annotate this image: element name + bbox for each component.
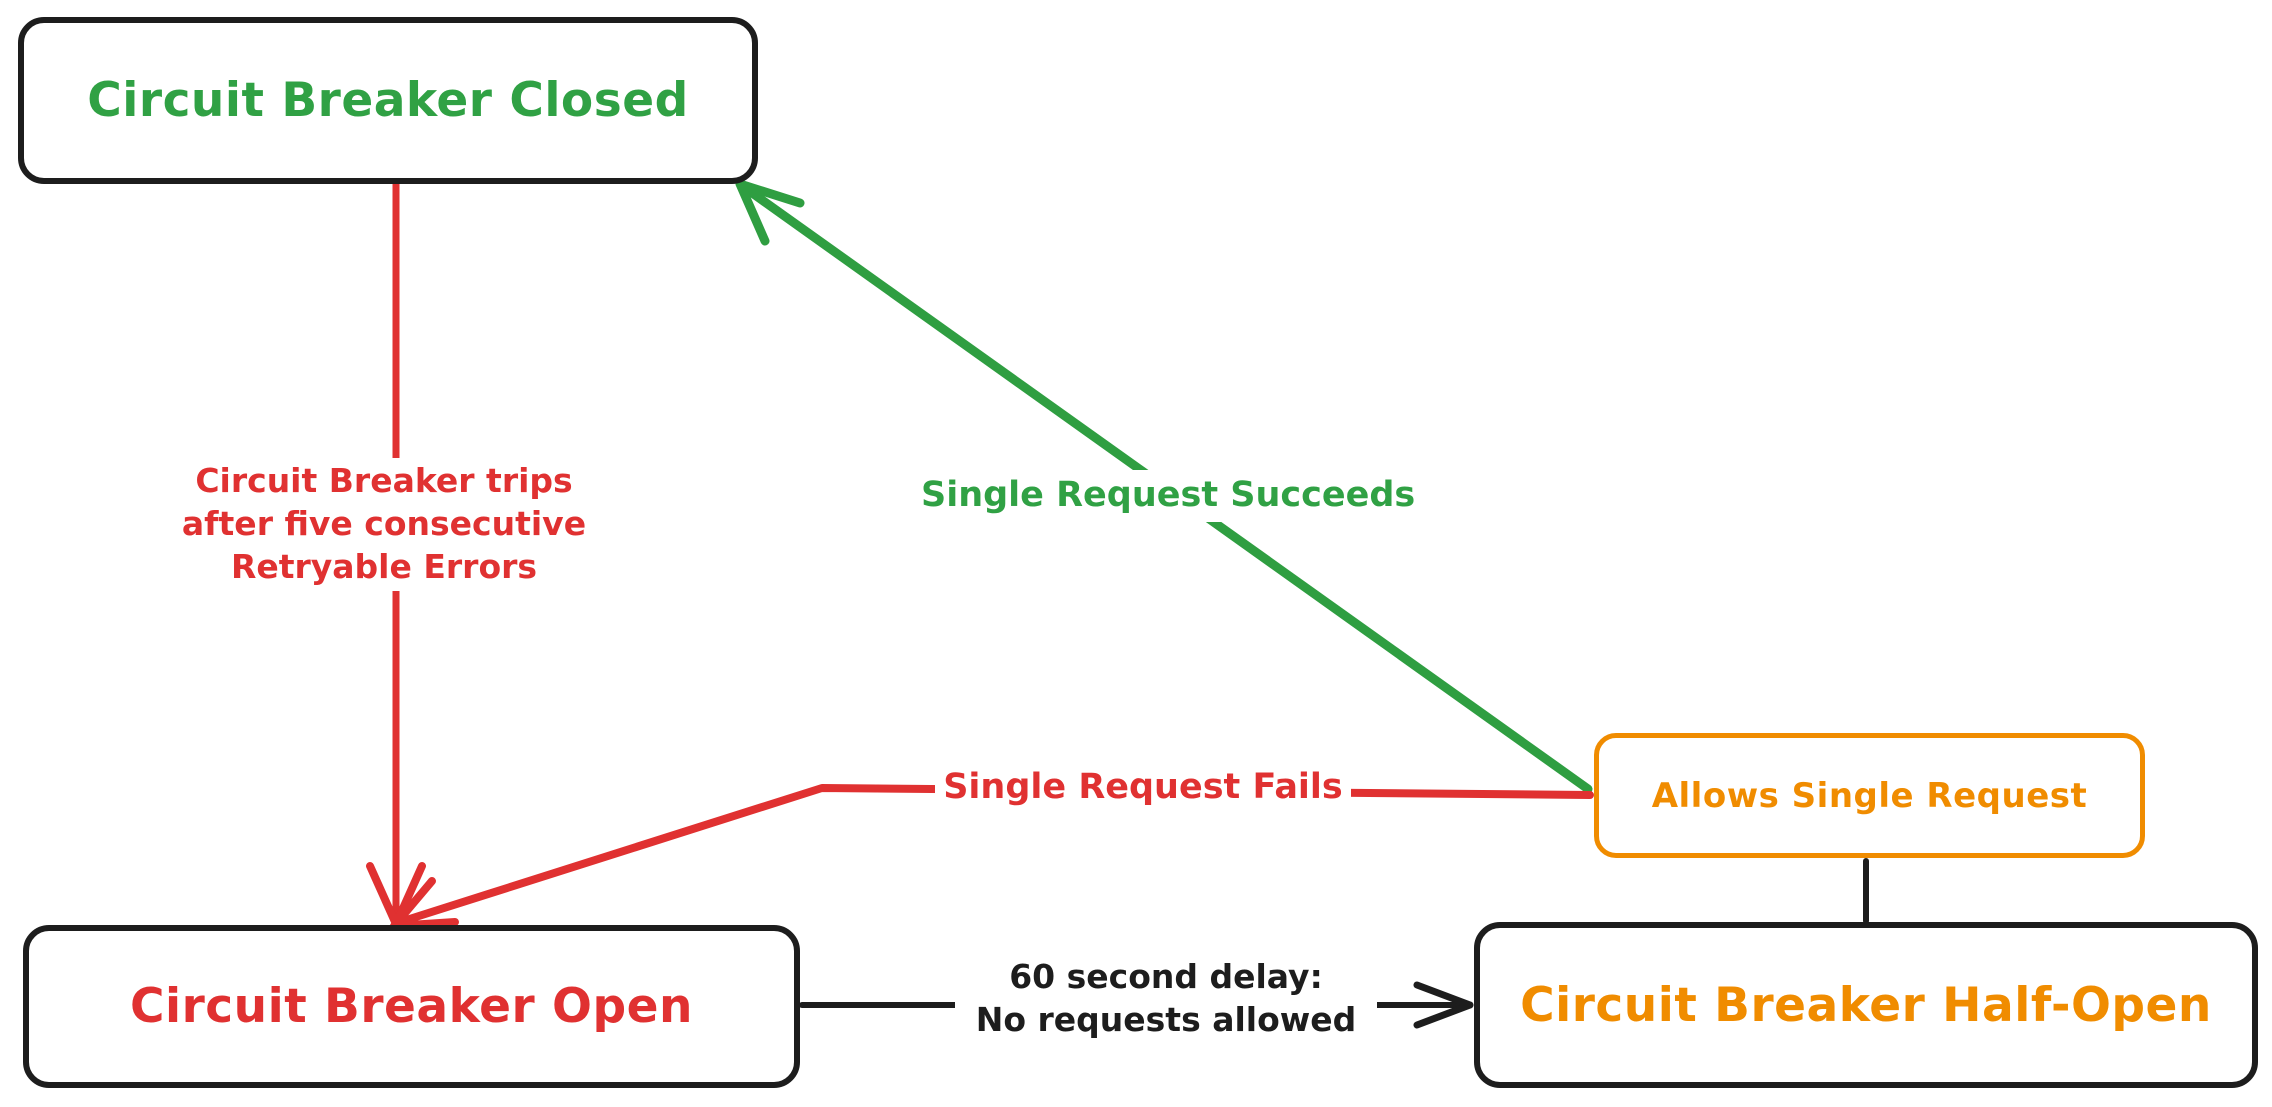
edge-label-line: after five consecutive	[181, 503, 587, 543]
edge-label-allows-to-open: Single Request Fails	[935, 762, 1351, 814]
node-allows-single-request[interactable]: Allows Single Request	[1594, 733, 2145, 858]
edge-label-line: 60 second delay:	[1009, 957, 1323, 996]
node-label-closed: Circuit Breaker Closed	[87, 73, 689, 128]
node-circuit-breaker-half-open[interactable]: Circuit Breaker Half-Open	[1474, 922, 2258, 1088]
edge-label-allows-to-closed: Single Request Succeeds	[913, 470, 1419, 522]
node-label-allows: Allows Single Request	[1651, 775, 2088, 816]
edge-label-open-to-halfopen: 60 second delay: No requests allowed	[955, 954, 1377, 1044]
edge-label-line: Retryable Errors	[230, 546, 538, 586]
edge-label-line: Single Request Fails	[943, 767, 1343, 807]
node-label-open: Circuit Breaker Open	[130, 979, 693, 1034]
edge-label-line: Circuit Breaker trips	[195, 461, 573, 500]
edge-label-closed-to-open: Circuit Breaker trips after five consecu…	[168, 458, 600, 591]
node-circuit-breaker-closed[interactable]: Circuit Breaker Closed	[18, 17, 758, 184]
node-circuit-breaker-open[interactable]: Circuit Breaker Open	[23, 925, 800, 1088]
edge-label-line: Single Request Succeeds	[921, 475, 1416, 515]
edge-label-line: No requests allowed	[975, 999, 1357, 1039]
node-label-halfopen: Circuit Breaker Half-Open	[1520, 977, 2212, 1033]
